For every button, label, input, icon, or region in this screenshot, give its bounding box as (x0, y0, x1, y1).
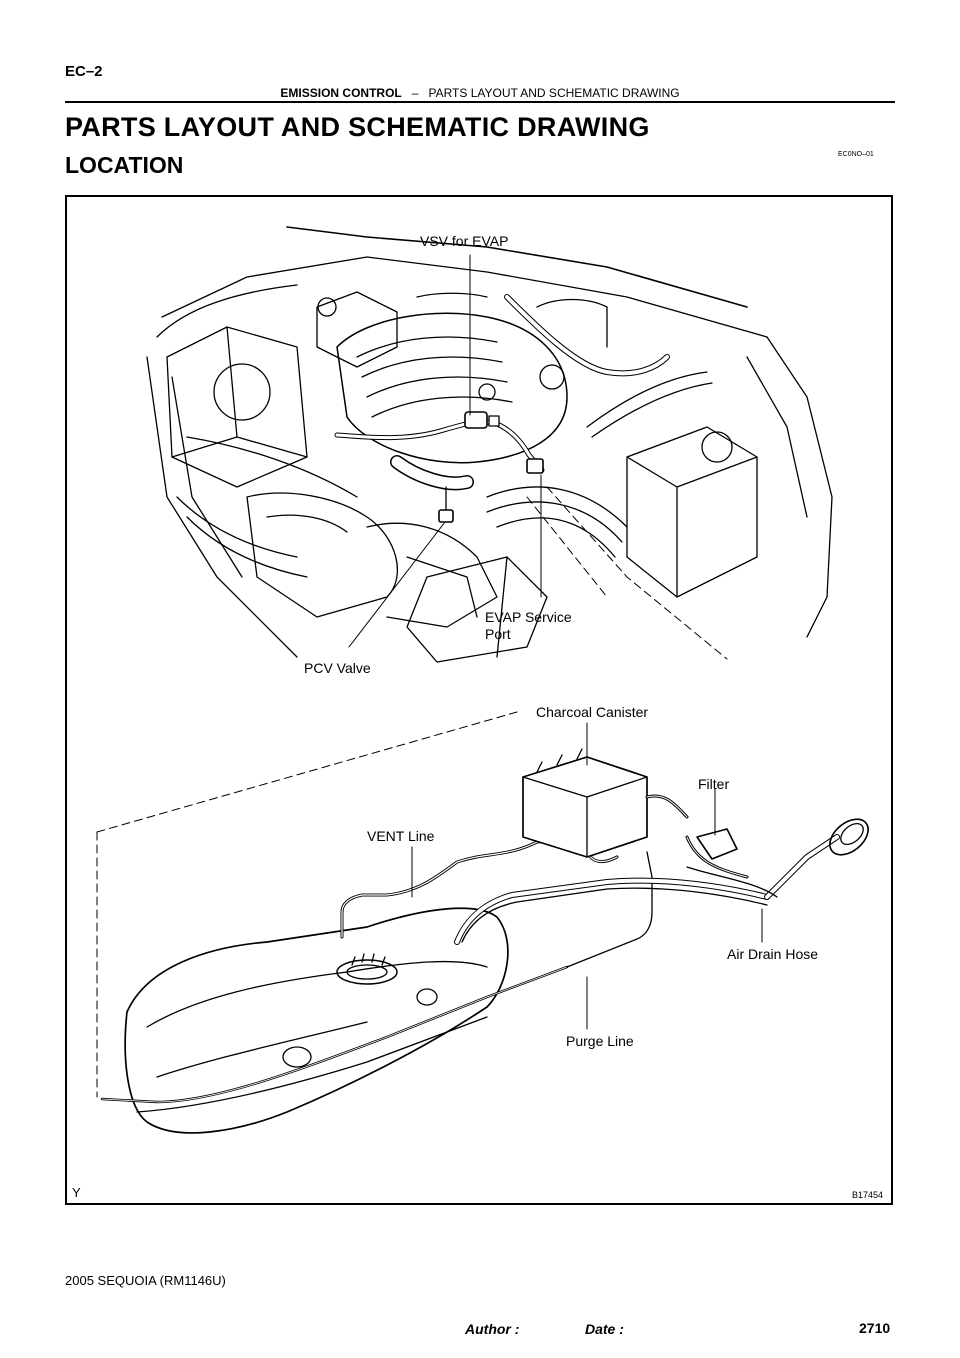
section-name: EMISSION CONTROL (280, 86, 402, 100)
figure-corner-mark: Y (72, 1185, 81, 1200)
label-air-drain-hose: Air Drain Hose (727, 946, 819, 962)
label-filter: Filter (698, 776, 730, 792)
page-number: 2710 (859, 1320, 891, 1336)
author-label: Author : (465, 1321, 520, 1337)
running-header: EMISSION CONTROL – PARTS LAYOUT AND SCHE… (0, 86, 960, 100)
section-subtitle: LOCATION (65, 152, 184, 178)
fuel-tank-drawing (96, 711, 869, 1134)
subsection-name: PARTS LAYOUT AND SCHEMATIC DRAWING (428, 86, 680, 100)
date-label: Date : (585, 1321, 624, 1337)
label-vent-line: VENT Line (367, 828, 435, 844)
engine-compartment-drawing (146, 226, 833, 663)
header-rule (65, 101, 895, 103)
label-evap-service-port-line2: Port (485, 626, 511, 642)
figure-frame (65, 195, 893, 1205)
label-pcv-valve: PCV Valve (304, 660, 371, 676)
label-vsv-for-evap: VSV for EVAP (420, 233, 509, 249)
page-title: PARTS LAYOUT AND SCHEMATIC DRAWING (65, 112, 650, 142)
header-separator: – (411, 86, 419, 100)
page-code: EC–2 (65, 63, 103, 80)
label-evap-service-port-line1: EVAP Service (485, 609, 572, 625)
document-id: EC0NO–01 (838, 151, 874, 158)
label-purge-line: Purge Line (566, 1033, 634, 1049)
label-charcoal-canister: Charcoal Canister (536, 704, 649, 720)
figure-number: B17454 (852, 1190, 884, 1200)
model-footer: 2005 SEQUOIA (RM1146U) (65, 1273, 226, 1288)
parts-layout-illustration (96, 226, 869, 1134)
